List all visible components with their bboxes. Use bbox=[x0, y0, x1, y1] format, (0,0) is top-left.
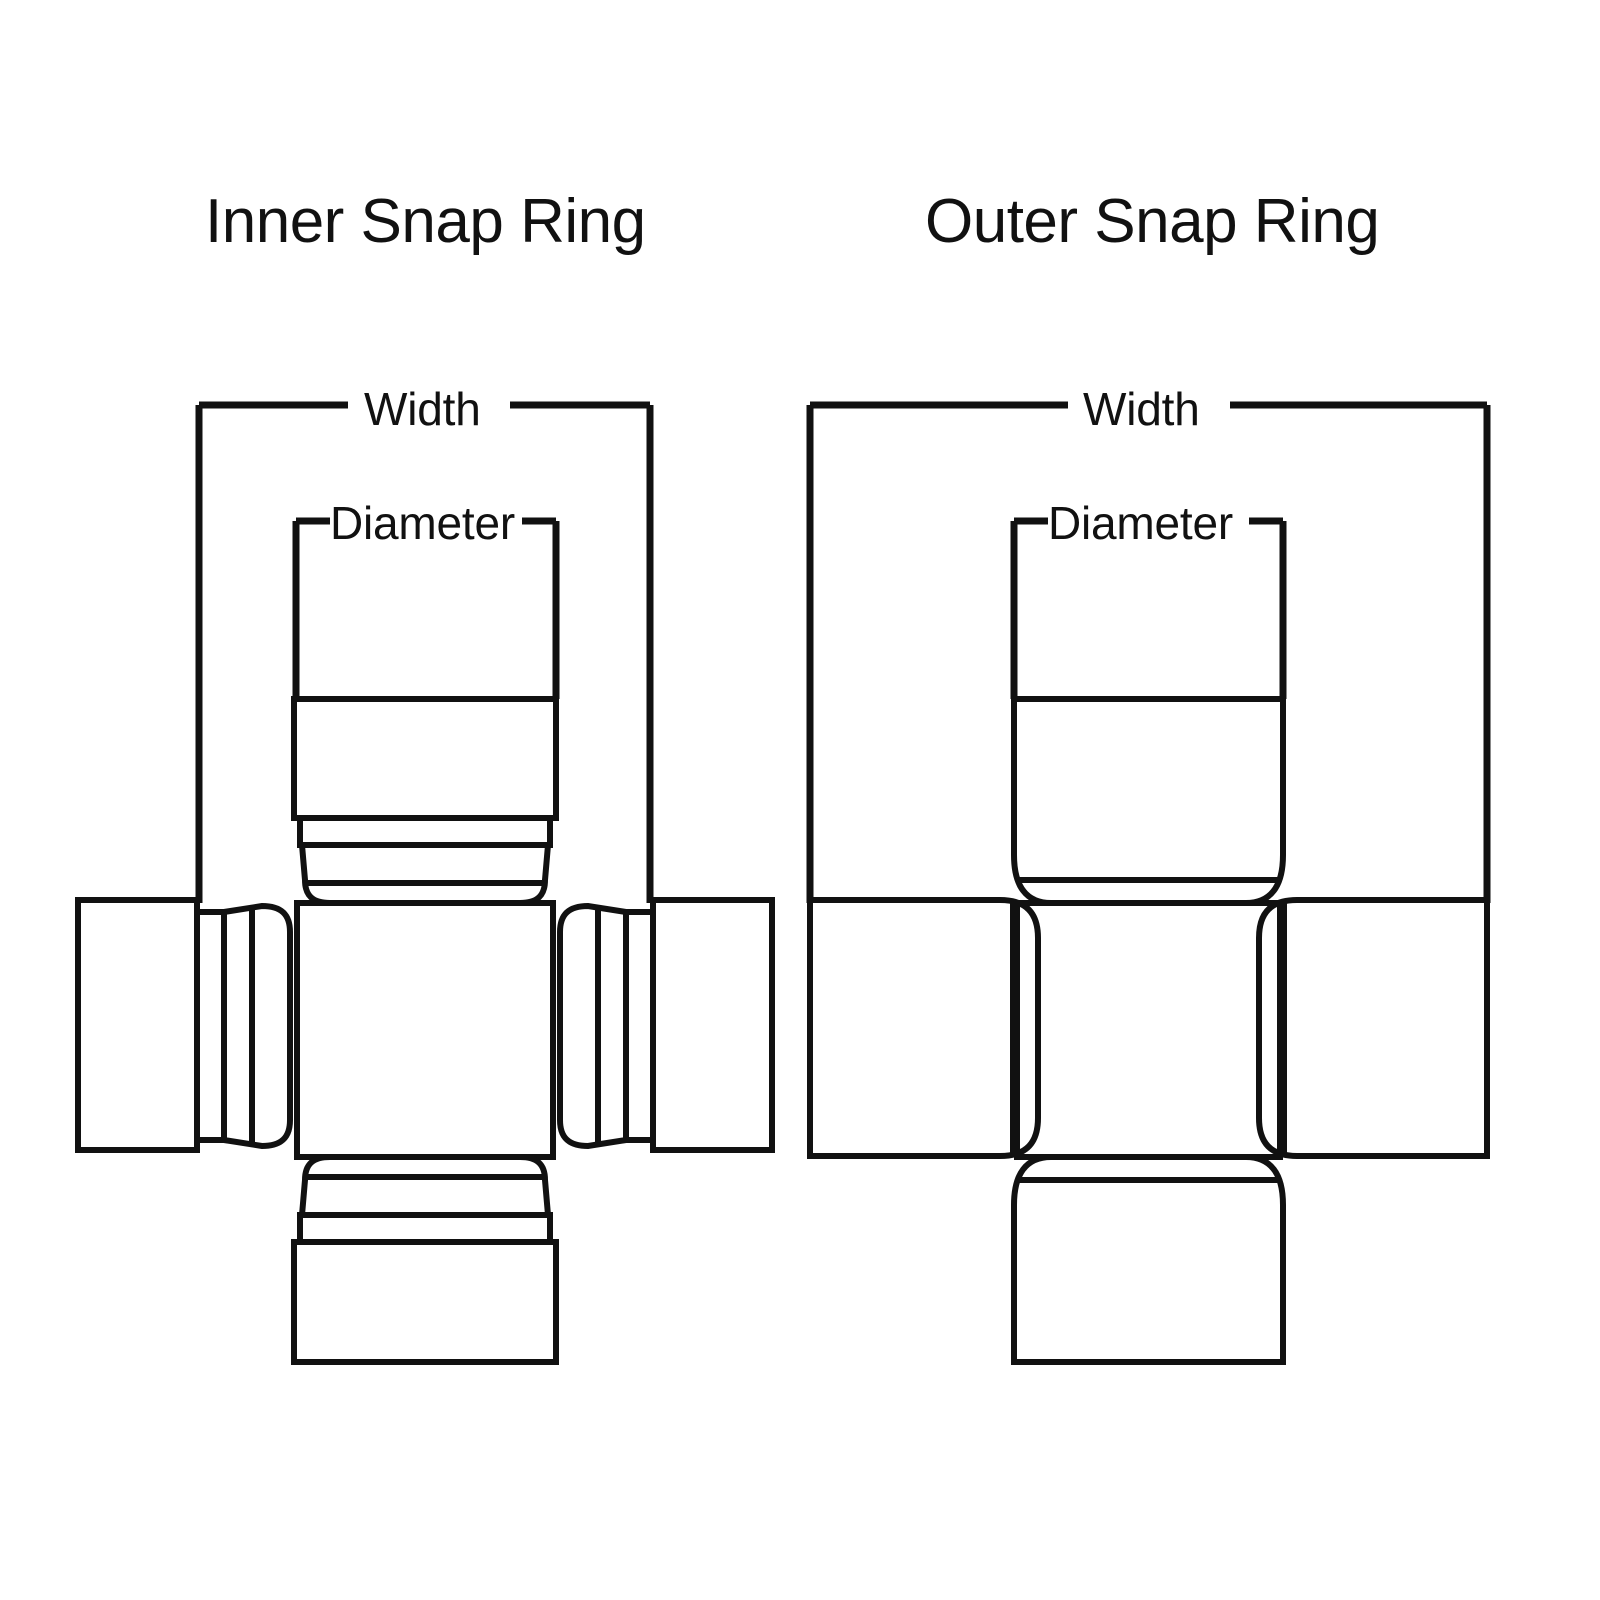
left-bearing-cap-outer bbox=[807, 897, 1041, 1159]
bottom-trunnion-inner bbox=[298, 1154, 552, 1218]
dimension-label-diameter-outer: Diameter bbox=[1048, 497, 1234, 549]
bottom-bearing-cap-outer bbox=[1011, 1154, 1286, 1365]
diameter-dimension-inner bbox=[292, 517, 560, 699]
right-trunnion-inner bbox=[557, 902, 629, 1150]
center-cross-body-outer bbox=[1014, 900, 1283, 1160]
diagram-title-outer-snap-ring: Outer Snap Ring bbox=[925, 187, 1380, 256]
left-bearing-cap-inner bbox=[75, 897, 200, 1153]
center-cross-body-inner bbox=[294, 900, 556, 1160]
dimension-label-width-inner: Width bbox=[364, 383, 481, 435]
right-bearing-cap-outer bbox=[1256, 897, 1490, 1159]
top-snap-ring-band-inner bbox=[297, 815, 553, 848]
top-bearing-cap-outer bbox=[1011, 696, 1286, 906]
inner-snap-ring-drawing bbox=[75, 401, 775, 1365]
bottom-snap-ring-band-inner bbox=[297, 1212, 553, 1245]
top-trunnion-inner bbox=[298, 842, 552, 906]
dimension-label-width-outer: Width bbox=[1083, 383, 1200, 435]
bottom-bearing-cap-inner bbox=[291, 1239, 559, 1365]
left-snap-ring-band-inner bbox=[194, 909, 227, 1143]
width-dimension-outer bbox=[806, 401, 1491, 903]
right-bearing-cap-inner bbox=[650, 897, 775, 1153]
dimension-label-diameter-inner: Diameter bbox=[330, 497, 516, 549]
width-dimension-inner bbox=[195, 401, 654, 903]
diameter-dimension-outer bbox=[1010, 517, 1287, 699]
diagram-title-inner-snap-ring: Inner Snap Ring bbox=[205, 187, 646, 256]
outer-snap-ring-drawing bbox=[806, 401, 1491, 1365]
right-snap-ring-band-inner bbox=[623, 909, 656, 1143]
left-trunnion-inner bbox=[221, 902, 293, 1150]
top-bearing-cap-inner bbox=[291, 696, 559, 821]
